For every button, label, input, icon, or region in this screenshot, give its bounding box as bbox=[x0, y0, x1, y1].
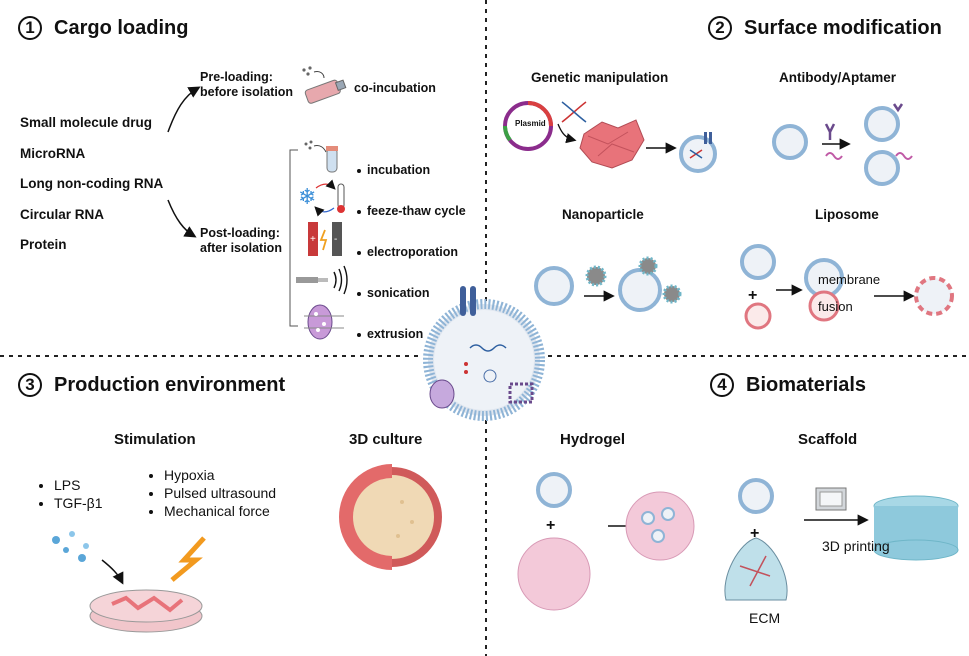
cargo-list: Small molecule drug MicroRNA Long non-co… bbox=[20, 108, 163, 261]
hydrogel-scene: + bbox=[517, 472, 695, 611]
q3-number: 3 bbox=[18, 373, 42, 397]
scaffold-label: Scaffold bbox=[798, 431, 858, 448]
scaffold-scene: + bbox=[724, 478, 959, 601]
engineered-vesicle-icon bbox=[679, 132, 717, 173]
post-method-text: incubation bbox=[367, 163, 431, 177]
q4-title: Biomaterials bbox=[746, 373, 867, 396]
q2-title: Surface modification bbox=[744, 16, 942, 39]
extrusion-icon bbox=[304, 304, 344, 340]
cargo-item: Protein bbox=[20, 237, 67, 252]
svg-text:+: + bbox=[750, 525, 759, 542]
plasmid-icon bbox=[503, 101, 553, 151]
stimulus-item: Pulsed ultrasound bbox=[164, 484, 276, 502]
tube-icon bbox=[304, 140, 338, 173]
antibody-label: Antibody/Aptamer bbox=[779, 70, 897, 85]
post-method-text: extrusion bbox=[367, 327, 424, 341]
genetic-label: Genetic manipulation bbox=[531, 70, 669, 85]
stimulus-list-b: Hypoxia Pulsed ultrasound Mechanical for… bbox=[148, 466, 276, 520]
q3-title: Production environment bbox=[54, 373, 286, 396]
stimulus-list-a: LPS TGF-β1 bbox=[38, 476, 103, 512]
post-method-item: extrusion bbox=[357, 314, 466, 355]
svg-text:+: + bbox=[546, 517, 555, 534]
stimulation-label: Stimulation bbox=[114, 431, 196, 448]
q1-heading: 1 Cargo loading bbox=[18, 16, 188, 40]
printing-label: 3D printing bbox=[822, 538, 890, 554]
q1-title: Cargo loading bbox=[54, 16, 189, 39]
post-method-text: electroporation bbox=[367, 245, 458, 259]
cell-cluster-icon bbox=[579, 119, 645, 169]
stimulation-scene bbox=[52, 531, 206, 633]
fusion-label: fusion bbox=[818, 299, 853, 314]
post-loading-line: Post-loading: bbox=[200, 226, 280, 240]
central-exosome bbox=[423, 286, 545, 421]
pre-loading-line: Pre-loading: bbox=[200, 70, 273, 84]
membrane-label: membrane bbox=[818, 272, 881, 287]
post-loading-label: Post-loading: after isolation bbox=[200, 226, 282, 256]
freeze-thaw-icon: ❄ bbox=[298, 179, 345, 217]
q3-heading: 3 Production environment bbox=[18, 373, 285, 397]
q4-heading: 4 Biomaterials bbox=[710, 373, 866, 397]
cargo-item: Circular RNA bbox=[20, 206, 105, 222]
plasmid-label: Plasmid bbox=[515, 119, 546, 128]
post-method-item: electroporation bbox=[357, 232, 466, 273]
q2-number: 2 bbox=[708, 16, 732, 40]
ecm-label: ECM bbox=[749, 610, 781, 626]
post-loading-line: after isolation bbox=[200, 241, 282, 255]
q1-number: 1 bbox=[18, 16, 42, 40]
stimulus-item: Hypoxia bbox=[164, 466, 276, 484]
cargo-item: MicroRNA bbox=[20, 145, 86, 161]
cargo-item: Long non-coding RNA bbox=[20, 176, 164, 191]
stimulus-item: Mechanical force bbox=[164, 502, 276, 520]
sonication-icon bbox=[296, 265, 348, 295]
cargo-arrows bbox=[167, 86, 201, 238]
stimulus-item: TGF-β1 bbox=[54, 494, 103, 512]
nanoparticle-scene bbox=[534, 256, 682, 312]
genetic-arrows bbox=[557, 123, 677, 154]
antibody-scene bbox=[772, 103, 913, 186]
post-method-item: feeze-thaw cycle bbox=[357, 191, 466, 232]
post-bracket bbox=[289, 149, 298, 327]
q2-heading: 2 Surface modification bbox=[708, 16, 942, 40]
electroporation-icon: + - bbox=[308, 222, 342, 256]
q4-number: 4 bbox=[710, 373, 734, 397]
post-method-list: incubation feeze-thaw cycle electroporat… bbox=[357, 150, 466, 355]
svg-text:+: + bbox=[310, 234, 316, 245]
pre-loading-line: before isolation bbox=[200, 85, 294, 99]
pre-loading-label: Pre-loading: before isolation bbox=[200, 70, 293, 100]
flask-icon bbox=[302, 66, 347, 104]
post-method-text: sonication bbox=[367, 286, 430, 300]
svg-text:❄: ❄ bbox=[298, 185, 316, 210]
dna-icon bbox=[561, 101, 587, 123]
liposome-label: Liposome bbox=[815, 207, 879, 222]
spheroid-icon bbox=[339, 464, 442, 570]
stimulus-item: LPS bbox=[54, 476, 103, 494]
post-method-item: incubation bbox=[357, 150, 466, 191]
pre-method-label: co-incubation bbox=[354, 81, 436, 95]
post-method-item: sonication bbox=[357, 273, 466, 314]
svg-text:-: - bbox=[334, 234, 337, 245]
cargo-item: Small molecule drug bbox=[20, 115, 153, 130]
nanoparticle-label: Nanoparticle bbox=[562, 207, 644, 222]
culture3d-label: 3D culture bbox=[349, 431, 423, 448]
hydrogel-label: Hydrogel bbox=[560, 431, 626, 448]
svg-text:+: + bbox=[748, 287, 757, 304]
post-method-text: feeze-thaw cycle bbox=[367, 204, 466, 218]
liposome-scene: + bbox=[740, 244, 954, 330]
